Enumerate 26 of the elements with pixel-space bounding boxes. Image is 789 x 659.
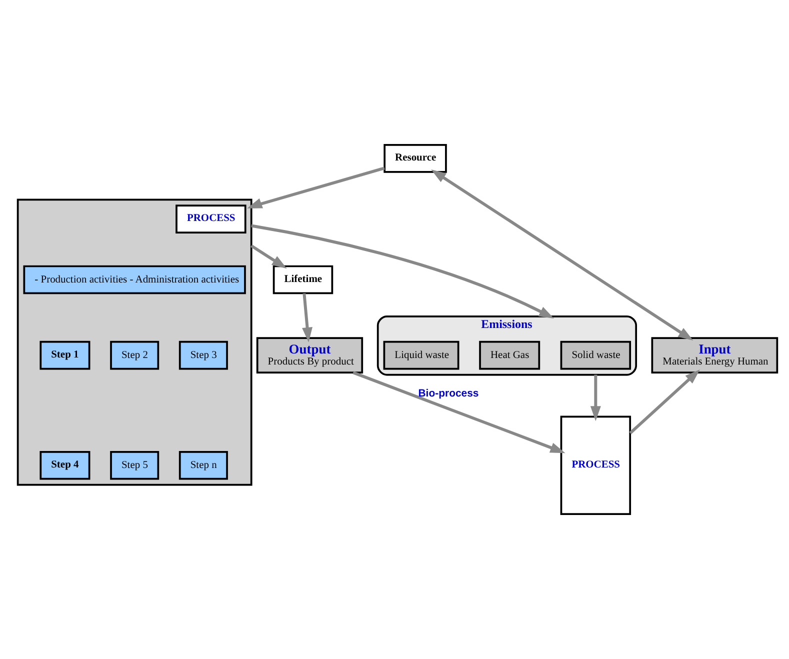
arrow (352, 371, 566, 454)
arrow (590, 374, 601, 422)
node-box: Output Products By product (256, 337, 364, 374)
node-box: PROCESS (176, 204, 246, 234)
arrow (251, 224, 554, 318)
node-box: Step 1 (40, 340, 90, 370)
node-box: Step 3 (178, 340, 228, 370)
node-box: Lifetime (272, 265, 334, 294)
node-box: Solid waste (560, 340, 632, 370)
arrow (247, 166, 385, 208)
cluster (16, 198, 252, 486)
arrow (629, 370, 700, 434)
node-box: Liquid waste (383, 340, 460, 370)
arrow (302, 293, 312, 342)
node-box: Input Materials Energy Human (651, 337, 778, 374)
node-box: Step 2 (110, 340, 160, 370)
node-box: Step 4 (40, 450, 90, 480)
node-box: Resource (384, 144, 447, 173)
arrow (431, 170, 694, 341)
edge-label: Bio-process (418, 388, 479, 400)
arrow (250, 244, 287, 269)
node-box: PROCESS (560, 416, 632, 515)
node-box: Step 5 (110, 450, 160, 480)
node-box: Heat Gas (479, 340, 540, 370)
node-box: - Production activities - Administration activities (23, 265, 246, 294)
node-box: Step n (178, 450, 228, 480)
